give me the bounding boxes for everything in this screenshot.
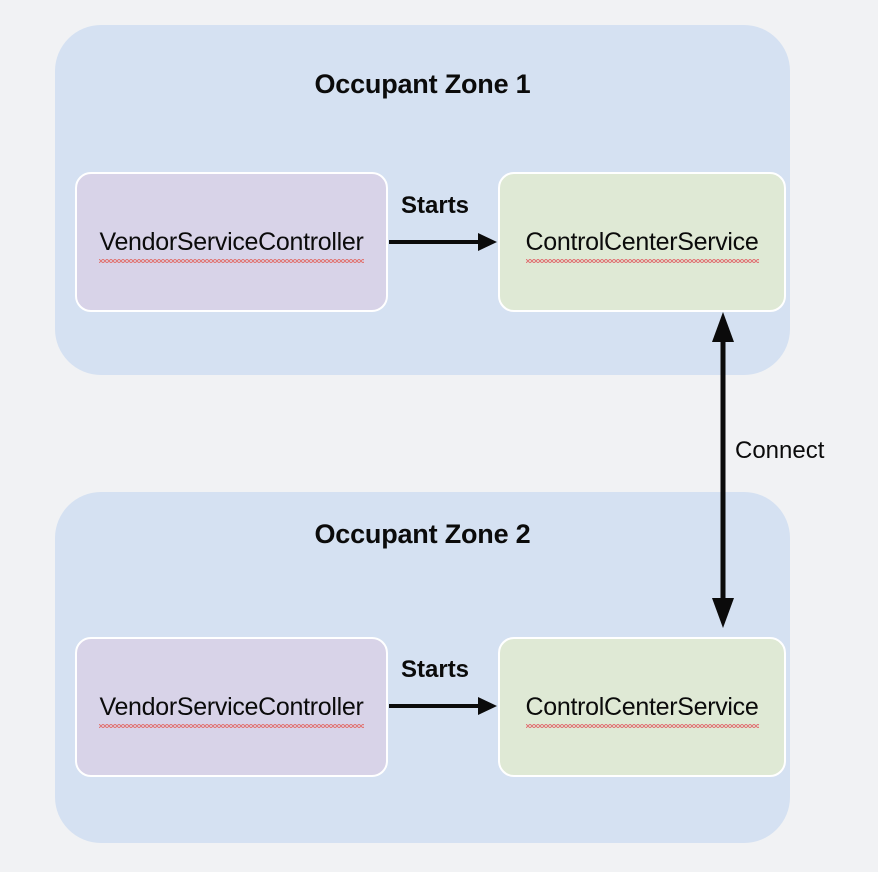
node-vendor-service-controller-zone-1[interactable]: VendorServiceController (75, 172, 388, 312)
zone-title-2: Occupant Zone 2 (314, 519, 531, 549)
edge-label-starts-zone-1: Starts (401, 192, 470, 219)
node-control-center-service-zone-2[interactable]: ControlCenterService (498, 637, 786, 777)
zone-container-1: Occupant Zone 1 VendorServiceController … (55, 25, 790, 375)
node-vendor-service-controller-zone-2[interactable]: VendorServiceController (75, 637, 388, 777)
node-label: VendorServiceController (99, 692, 364, 728)
edge-label-starts-zone-2: Starts (401, 656, 470, 683)
node-control-center-service-zone-1[interactable]: ControlCenterService (498, 172, 786, 312)
node-label: VendorServiceController (99, 227, 364, 263)
node-label: ControlCenterService (525, 227, 759, 263)
zone-title-1: Occupant Zone 1 (314, 69, 531, 99)
edge-label-connect: Connect (735, 437, 825, 464)
zone-container-2: Occupant Zone 2 VendorServiceController … (55, 492, 790, 843)
node-label: ControlCenterService (525, 692, 759, 728)
